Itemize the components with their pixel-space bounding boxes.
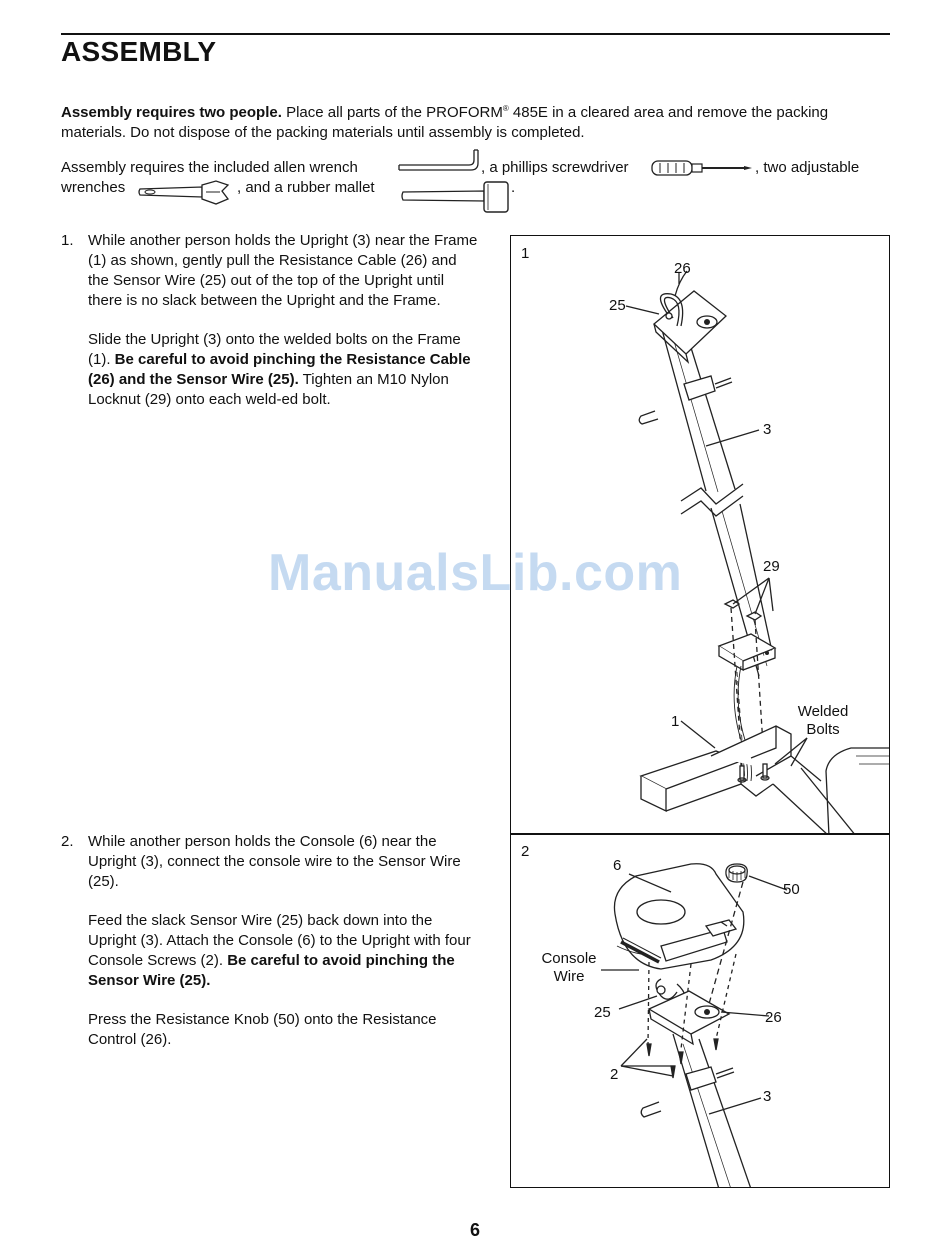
tools-text-2: , a phillips screwdriver [481, 159, 629, 176]
step-1-text-2c: Tighten an M10 Nylon Locknut (29) onto e… [88, 371, 449, 408]
figure-1-label-29: 29 [763, 558, 780, 575]
figure-2-panel: 2 6 50 Console Wire 25 26 2 3 [510, 833, 890, 1188]
tools-text-6: . [511, 179, 516, 196]
step-2-text-2a: Feed the slack Sensor Wire (25) back dow… [88, 912, 471, 969]
figure-1-label-26: 26 [674, 260, 691, 277]
figure-2-label-2: 2 [610, 1066, 619, 1083]
intro-text-a: Place all parts of the PROFORM [281, 104, 503, 121]
step-2-paragraph-3: Press the Resistance Knob (50) onto the … [88, 1011, 437, 1048]
step-1-number: 1. [61, 232, 74, 249]
page-title: ASSEMBLY [61, 36, 217, 67]
tools-text-1: Assembly requires the included allen wre… [61, 159, 358, 176]
figure-2-label-3: 3 [763, 1088, 772, 1105]
figure-1-label-bolts: Bolts [806, 721, 840, 738]
step-2-paragraph-1: While another person holds the Console (… [88, 833, 461, 890]
figure-2-label-6: 6 [613, 857, 622, 874]
figure-2-label-console: Console [541, 950, 597, 967]
registered-mark: ® [502, 104, 509, 113]
intro-lead: Assembly requires two people. [61, 104, 282, 121]
figure-2-label-25: 25 [594, 1004, 611, 1021]
page-number: 6 [469, 1220, 480, 1240]
figure-2-label-50: 50 [783, 881, 800, 898]
top-rule [61, 33, 890, 35]
figure-2-number: 2 [521, 843, 530, 860]
phillips-screwdriver-icon [651, 160, 752, 176]
step-1-text-2a: Slide the Upright (3) onto the welded bo… [88, 331, 461, 368]
intro-paragraph: Assembly requires two people. Place all … [61, 99, 891, 143]
step-2-number: 2. [61, 833, 74, 850]
figure-1-drawing [625, 270, 889, 834]
tools-text-3: , two adjustable [755, 159, 860, 176]
figure-1-label-3: 3 [763, 421, 772, 438]
figure-1-label-welded: Welded [797, 703, 849, 720]
step-1-warning: Be careful to avoid pinching the Resista… [88, 351, 471, 388]
figure-1-label-25: 25 [609, 297, 626, 314]
step-1: 1. While another person holds the Uprigh… [61, 231, 481, 429]
tools-text-5: , and a rubber mallet [237, 179, 375, 196]
figure-1-panel: 1 26 25 3 29 1 Welded Bolts [510, 235, 890, 835]
figure-1-number: 1 [521, 245, 530, 262]
tools-text-4: wrenches [61, 179, 126, 196]
figure-2-label-26: 26 [765, 1009, 782, 1026]
step-2: 2. While another person holds the Consol… [61, 832, 481, 1069]
step-1-paragraph-2: Slide the Upright (3) onto the welded bo… [88, 330, 481, 410]
adjustable-wrench-icon [138, 180, 230, 205]
figure-2-drawing [601, 863, 788, 1187]
rubber-mallet-icon [401, 181, 509, 213]
step-1-paragraph-1: While another person holds the Upright (… [88, 232, 478, 309]
watermark: ManualsLib.com [268, 544, 683, 602]
step-2-paragraph-2: Feed the slack Sensor Wire (25) back dow… [88, 911, 481, 991]
step-2-warning: Be careful to avoid pinching the Sensor … [88, 952, 455, 989]
figure-2-label-wire: Wire [553, 968, 585, 985]
allen-wrench-icon [398, 149, 479, 171]
intro-text-b: 485E in a cleared area and remove the pa… [61, 104, 829, 141]
figure-1-label-1: 1 [671, 713, 680, 730]
